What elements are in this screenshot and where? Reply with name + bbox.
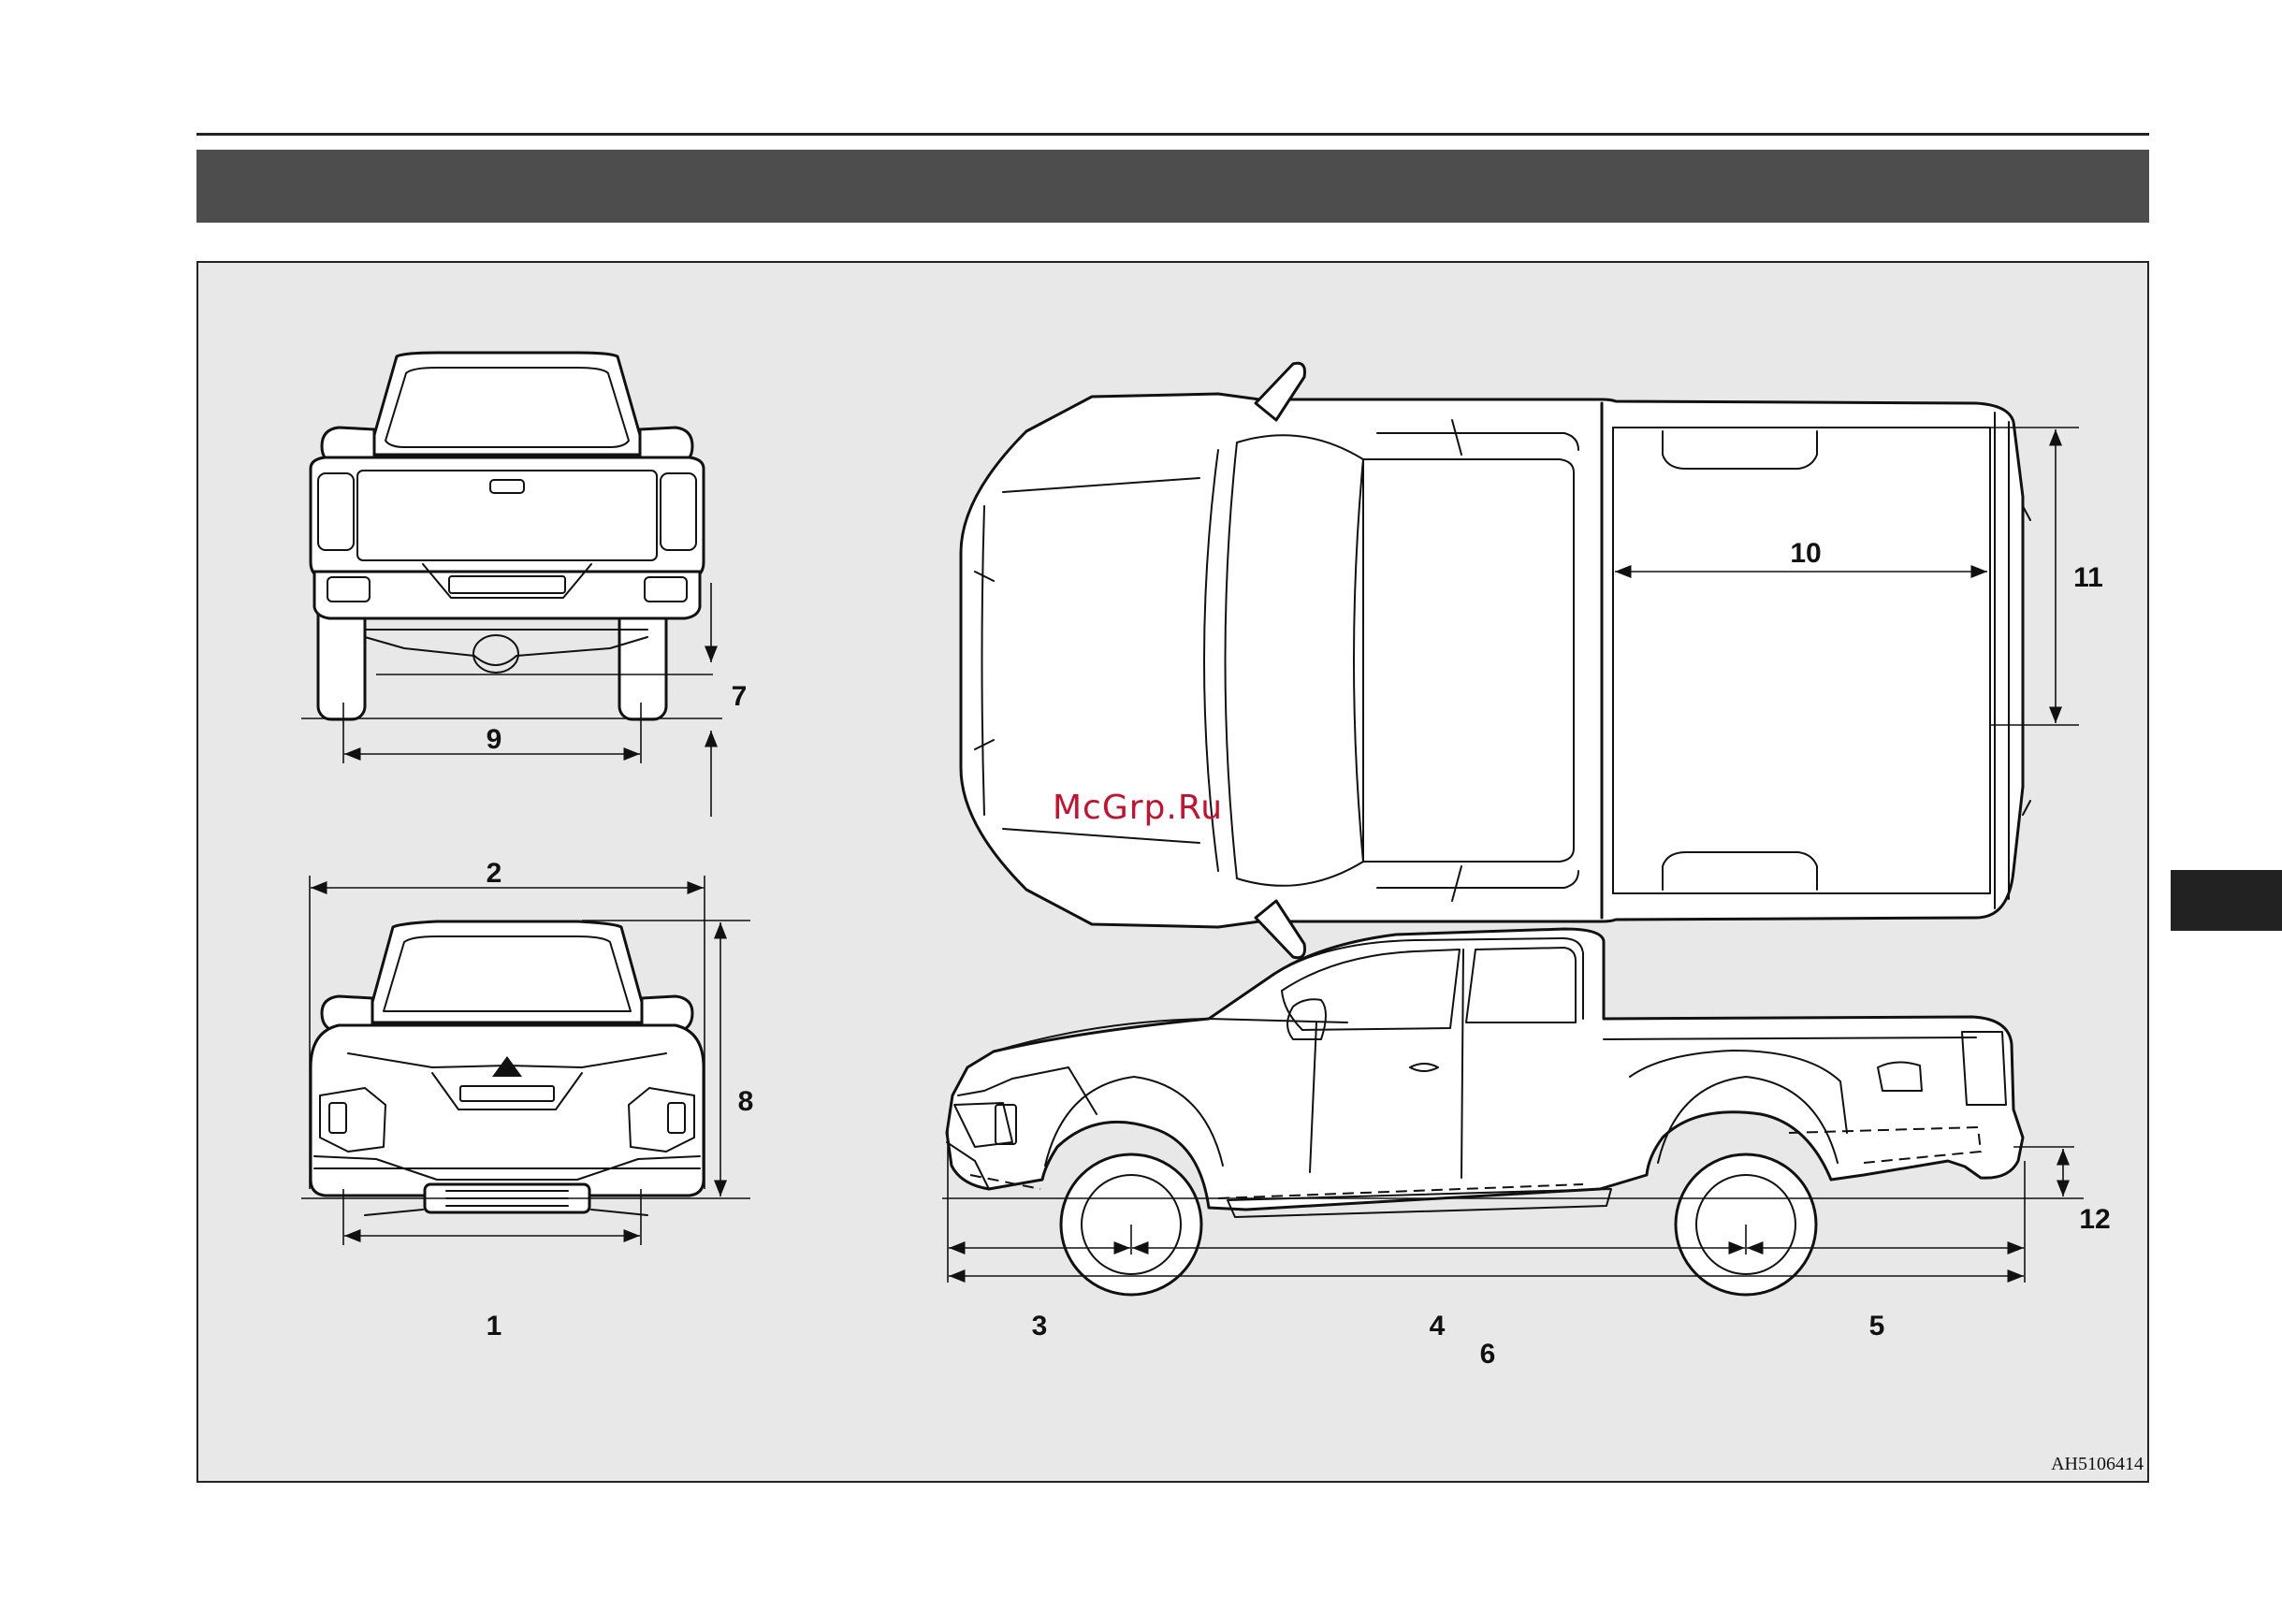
dimension-label-6: 6 [1480, 1339, 1496, 1370]
figure-reference-code: AH5106414 [2051, 1454, 2144, 1475]
dimension-label-2: 2 [487, 858, 502, 889]
dimension-label-5: 5 [1869, 1311, 1885, 1341]
vehicle-dimensions-diagram: 1 2 3 4 5 6 7 8 9 10 11 12 [198, 263, 2147, 1481]
dimension-label-10: 10 [1790, 538, 1821, 569]
section-header-band [196, 150, 2149, 223]
front-view-drawing [311, 921, 704, 1215]
dimension-label-12: 12 [2079, 1204, 2110, 1235]
top-rule [196, 133, 2149, 136]
chapter-side-tab [2171, 870, 2282, 931]
dimension-label-7: 7 [732, 681, 748, 712]
dimension-label-1: 1 [487, 1311, 502, 1341]
dimension-label-8: 8 [738, 1086, 754, 1117]
dimension-label-9: 9 [487, 724, 502, 755]
dimension-label-11: 11 [2073, 562, 2103, 593]
top-view-drawing [961, 363, 2030, 957]
dimension-label-4: 4 [1430, 1311, 1446, 1341]
dimension-label-3: 3 [1032, 1311, 1048, 1341]
side-view-drawing [947, 929, 2023, 1295]
rear-view-drawing [311, 353, 704, 719]
watermark-text: McGrp.Ru [1053, 789, 1223, 827]
vehicle-dimensions-figure: 1 2 3 4 5 6 7 8 9 10 11 12 AH5106414 [196, 261, 2149, 1483]
